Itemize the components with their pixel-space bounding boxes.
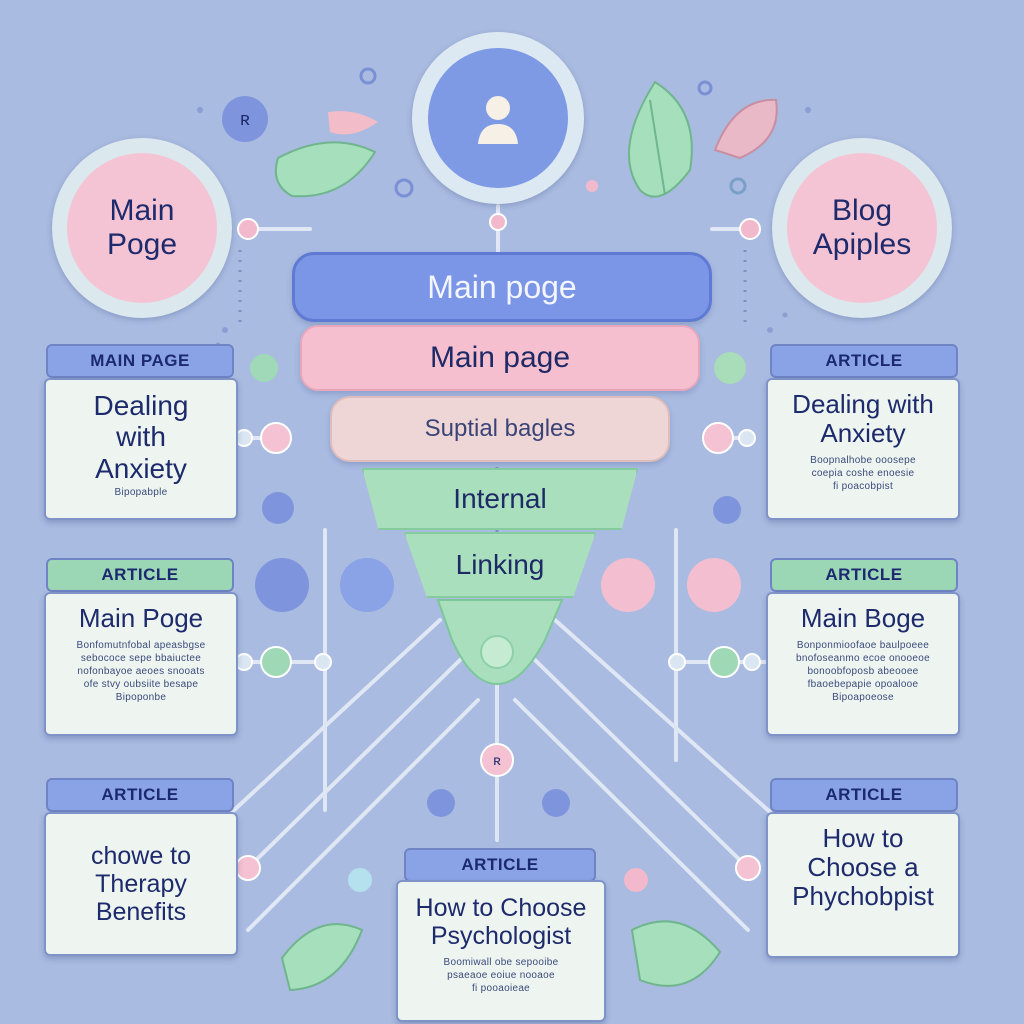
connector-node (314, 653, 332, 671)
article-card-main-boge[interactable]: Main Boge Bonponmioofaoe baulpoeee bnofo… (766, 592, 960, 736)
card-tag: ARTICLE (770, 344, 958, 378)
main-page-hub[interactable]: Main Poge (52, 138, 232, 318)
card-title: Main Boge (800, 603, 926, 633)
card-tag: ARTICLE (46, 558, 234, 592)
funnel-level-2[interactable]: Main page (300, 325, 700, 391)
connector-node (702, 422, 734, 454)
connector-line (230, 618, 442, 814)
card-description: Bonfomutnfobal apeasbgse sebococe sepe b… (76, 640, 206, 704)
connector-node (260, 422, 292, 454)
card-tag: ARTICLE (770, 778, 958, 812)
connector-line (553, 618, 772, 814)
connector-node (235, 653, 253, 671)
connector-node (738, 429, 756, 447)
funnel-level-5-label: Linking (455, 549, 545, 580)
connector-node (260, 646, 292, 678)
main-page-hub-label: Main Poge (67, 153, 217, 303)
funnel-level-5[interactable]: Linking (404, 532, 596, 598)
article-card-therapy-benefits[interactable]: chowe to Therapy Benefits (44, 812, 238, 956)
card-tag: ARTICLE (770, 558, 958, 592)
mini-node-icon: ʀ (493, 752, 501, 768)
connector-node (735, 855, 761, 881)
article-card-choose-psychologist[interactable]: How to Choose Psychologist Boomiwall obe… (396, 880, 606, 1022)
leaf-icon (627, 80, 693, 198)
connector-node (708, 646, 740, 678)
funnel-level-1[interactable]: Main poge (292, 252, 712, 322)
funnel-level-2-label: Main page (429, 341, 571, 374)
card-tag: ARTICLE (404, 848, 596, 882)
card-title: How to Choose Psychologist (415, 894, 587, 950)
connector-line (513, 698, 750, 932)
funnel-tip-node (480, 635, 514, 669)
leaf-icon (274, 111, 378, 198)
card-title: Dealing with Anxiety (792, 389, 934, 449)
article-card-choose-psychologist-right[interactable]: How to Choose a Phychobpist (766, 812, 960, 958)
mini-node-icon: ʀ (222, 96, 268, 142)
card-title: Main Poge (78, 603, 204, 633)
article-card-dealing-with-anxiety-right[interactable]: Dealing with Anxiety Boopnalhobe ooosepe… (766, 378, 960, 520)
connector-node (235, 429, 253, 447)
connector-node (743, 653, 761, 671)
connector-node (668, 653, 686, 671)
card-title: How to Choose a Phychobpist (792, 823, 934, 912)
decorative-dots (197, 67, 811, 892)
card-description: Bipopabple (114, 487, 168, 499)
connector-line (246, 658, 462, 870)
card-description: Boomiwall obe sepooibe psaeaoe eoiue noo… (443, 957, 559, 994)
user-hub (412, 32, 584, 204)
funnel-level-3[interactable]: Suptial bagles (330, 396, 670, 462)
funnel-level-1-label: Main poge (427, 268, 577, 305)
leaf-icon (713, 98, 778, 160)
leaf-icon (630, 920, 722, 987)
funnel-level-4-label: Internal (453, 483, 547, 514)
card-title: Dealing with Anxiety (93, 390, 189, 484)
funnel-level-3-label: Suptial bagles (424, 415, 576, 442)
connector-node (739, 218, 761, 240)
card-description: Bonponmioofaoe baulpoeee bnofoseanmo eco… (796, 640, 930, 704)
funnel-level-4[interactable]: Internal (362, 468, 638, 530)
connector-node (489, 213, 507, 231)
connector-node (235, 855, 261, 881)
card-tag: ARTICLE (46, 778, 234, 812)
leaf-icon (280, 923, 364, 992)
user-hub-inner (428, 48, 568, 188)
blog-articles-hub-label: Blog Apiples (787, 153, 937, 303)
card-tag: MAIN PAGE (46, 344, 234, 378)
card-description: Boopnalhobe ooosepe coepia coshe enoesie… (810, 455, 916, 493)
blog-articles-hub[interactable]: Blog Apiples (772, 138, 952, 318)
article-card-main-page[interactable]: Main Poge Bonfomutnfobal apeasbgse seboc… (44, 592, 238, 736)
card-title: chowe to Therapy Benefits (90, 842, 192, 926)
connector-node (480, 743, 514, 777)
article-card-dealing-with-anxiety[interactable]: Dealing with Anxiety Bipopabple (44, 378, 238, 520)
connector-line (246, 698, 480, 932)
connector-node (237, 218, 259, 240)
connector-line (533, 658, 750, 870)
person-icon (478, 96, 518, 144)
